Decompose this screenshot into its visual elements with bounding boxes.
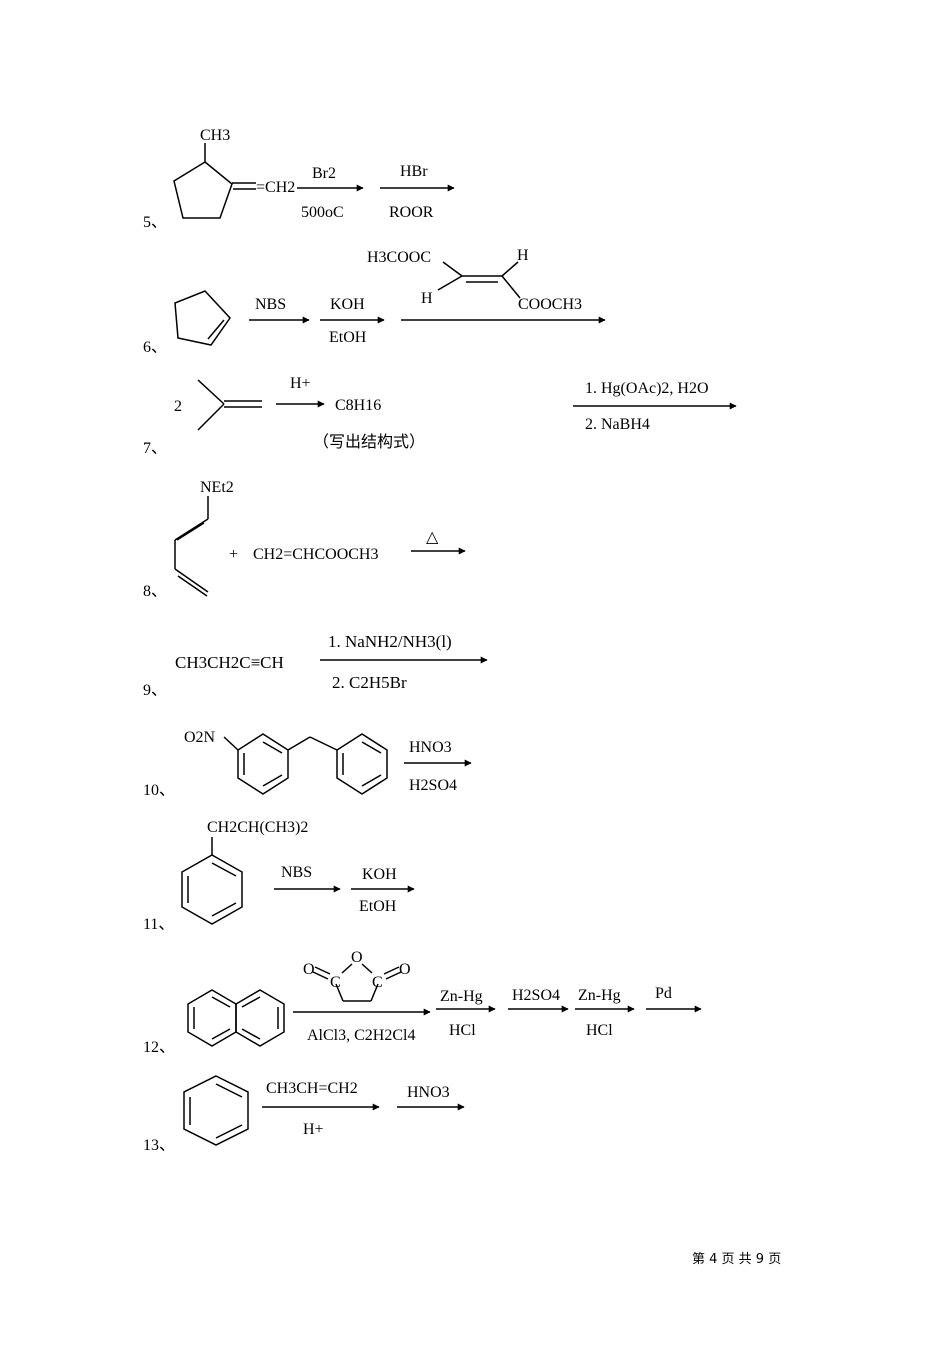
reagent-label: 1. NaNH2/NH3(l) xyxy=(328,632,452,651)
reagent-label: 2. C2H5Br xyxy=(332,673,407,692)
plus-sign: + xyxy=(229,546,238,563)
problem-5: 5、 CH3 =CH2 Br2 500oC HBr ROOR xyxy=(143,127,455,231)
problem-number: 13、 xyxy=(143,1137,175,1154)
catalyst-label: H+ xyxy=(303,1121,324,1138)
reagent-label: NBS xyxy=(255,296,286,313)
hydrogen-label: H xyxy=(517,247,529,264)
isobutylene-structure xyxy=(197,379,262,431)
carbonyl-oxygen-label: O xyxy=(399,961,411,978)
reagent-label: HBr xyxy=(400,163,428,180)
problem-11: 11、 CH2CH(CH3)2 NBS KOH EtOH xyxy=(143,819,415,933)
reagent-label: H2SO4 xyxy=(409,777,457,794)
carbonyl-carbon-label: C xyxy=(372,974,383,991)
problem-9: 9、 CH3CH2C≡CH 1. NaNH2/NH3(l) 2. C2H5Br xyxy=(143,632,488,699)
ch3-label: CH3 xyxy=(200,127,230,144)
carbonyl-oxygen-label: O xyxy=(303,961,315,978)
problem-6: 6、 NBS KOH EtOH H3COOC H H COOCH3 xyxy=(143,247,606,356)
condition-label: 500oC xyxy=(301,204,344,221)
reagent-label: NBS xyxy=(281,864,312,881)
condition-label: HCl xyxy=(449,1022,476,1039)
problem-number: 5、 xyxy=(143,214,167,231)
page-number-footer: 第 4 页 共 9 页 xyxy=(692,1252,781,1267)
condition-label: EtOH xyxy=(359,898,397,915)
methylenecyclopentane-structure xyxy=(173,143,256,219)
ch2-label: =CH2 xyxy=(256,179,295,196)
reagent-label: Br2 xyxy=(312,165,336,182)
alkyne-formula: CH3CH2C≡CH xyxy=(175,653,284,672)
naphthalene-structure xyxy=(187,989,285,1047)
problem-number: 12、 xyxy=(143,1039,175,1056)
aminodiene-structure xyxy=(174,496,209,597)
problem-10: 10、 O2N HNO3 H2SO4 xyxy=(143,729,472,799)
reagent-label: HNO3 xyxy=(407,1084,450,1101)
condition-label: HCl xyxy=(586,1022,613,1039)
heat-symbol: △ xyxy=(426,527,439,546)
reagent-label: Zn-Hg xyxy=(440,988,483,1005)
reagent-label: Zn-Hg xyxy=(578,987,621,1004)
nitrodiphenylmethane-structure xyxy=(223,733,388,795)
problem-number: 8、 xyxy=(143,583,167,600)
coefficient-label: 2 xyxy=(174,398,182,415)
ester-group-label: H3COOC xyxy=(367,249,431,266)
cyclopentene-structure xyxy=(174,290,231,346)
problem-7: 7、 2 H+ C8H16 （写出结构式） 1. Hg(OAc)2, H2O 2… xyxy=(143,375,737,457)
amine-group-label: NEt2 xyxy=(200,479,234,496)
problem-number: 6、 xyxy=(143,339,167,356)
problem-13: 13、 CH3CH=CH2 H+ HNO3 xyxy=(143,1075,465,1154)
problem-number: 10、 xyxy=(143,782,175,799)
catalyst-label: Pd xyxy=(655,985,672,1002)
problem-number: 11、 xyxy=(143,916,174,933)
condition-label: AlCl3, C2H2Cl4 xyxy=(307,1027,415,1044)
ring-oxygen-label: O xyxy=(351,949,363,966)
dimethyl-maleate-structure xyxy=(437,261,521,299)
product-formula: C8H16 xyxy=(335,397,381,414)
problem-number: 7、 xyxy=(143,440,167,457)
ester-group-label: COOCH3 xyxy=(518,296,582,313)
isobutyl-group-label: CH2CH(CH3)2 xyxy=(207,819,308,836)
instruction-note: （写出结构式） xyxy=(313,432,425,451)
reagent-label: H2SO4 xyxy=(512,987,560,1004)
succinic-anhydride-structure xyxy=(312,963,402,1002)
carbonyl-carbon-label: C xyxy=(330,974,341,991)
nitro-group-label: O2N xyxy=(184,729,216,746)
problem-8: 8、 NEt2 + CH2=CHCOOCH3 △ xyxy=(143,479,466,600)
reagent-label: 1. Hg(OAc)2, H2O xyxy=(585,380,709,397)
catalyst-label: H+ xyxy=(290,375,311,392)
reagent-label: KOH xyxy=(330,296,365,313)
hydrogen-label: H xyxy=(421,290,433,307)
reagent-label: CH3CH=CH2 xyxy=(266,1080,358,1097)
benzene-structure xyxy=(183,1075,249,1146)
isobutylbenzene-structure xyxy=(181,837,243,925)
condition-label: EtOH xyxy=(329,329,367,346)
problem-12: 12、 O O O C C AlCl3, C2H2Cl4 xyxy=(143,949,702,1056)
reagent-label: 2. NaBH4 xyxy=(585,416,650,433)
reagent-label: KOH xyxy=(362,866,397,883)
dienophile-formula: CH2=CHCOOCH3 xyxy=(253,546,378,563)
condition-label: ROOR xyxy=(389,204,434,221)
problem-number: 9、 xyxy=(143,682,167,699)
reagent-label: HNO3 xyxy=(409,739,452,756)
